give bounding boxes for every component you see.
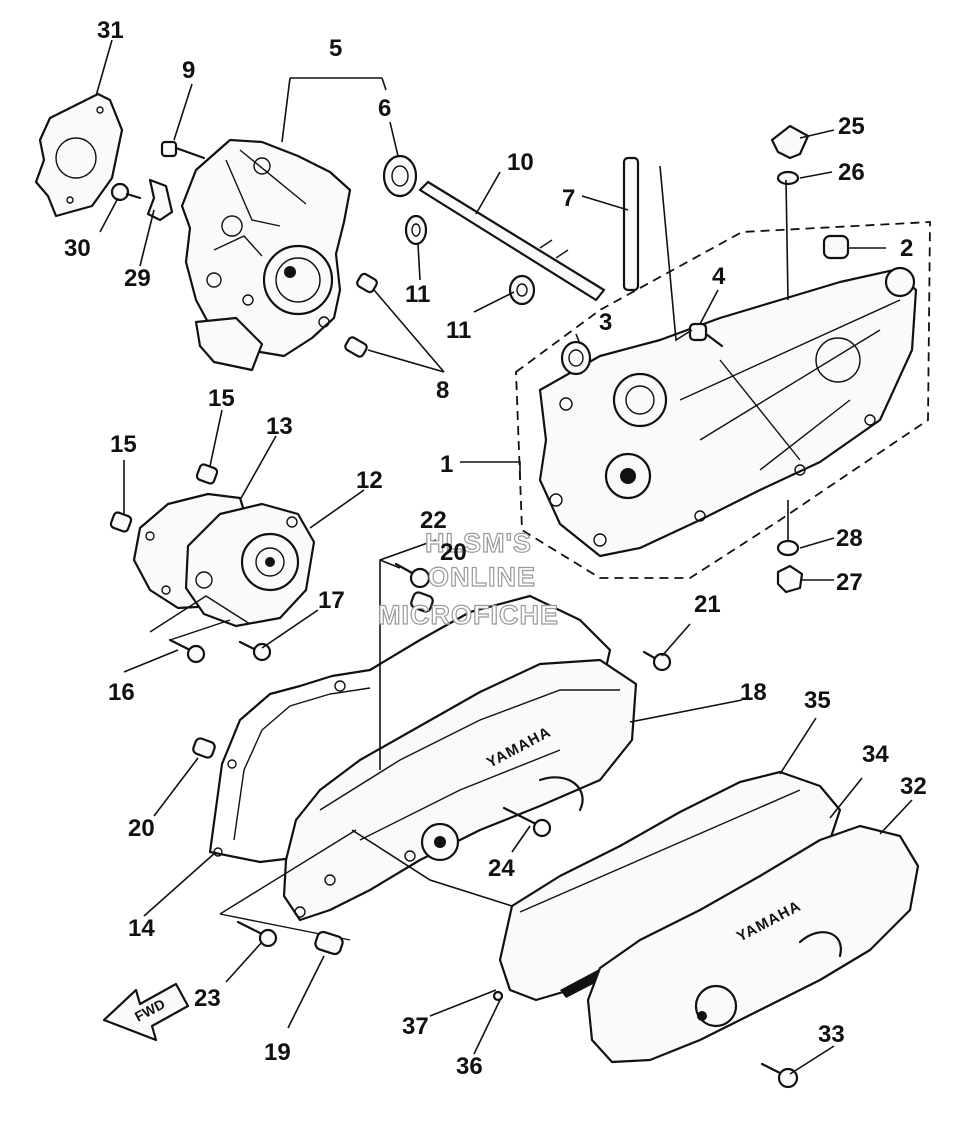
bolt-22 <box>394 562 431 589</box>
crankcase-right-1 <box>515 221 931 579</box>
seal-11a <box>404 214 428 246</box>
bolt-27 <box>776 564 804 594</box>
callout-32: 32 <box>900 773 927 800</box>
fitting-4 <box>688 322 724 348</box>
callout-25: 25 <box>838 113 865 140</box>
callout-20b: 20 <box>128 815 155 842</box>
callout-21: 21 <box>694 591 721 618</box>
callout-29: 29 <box>124 265 151 292</box>
callout-26: 26 <box>838 159 865 186</box>
callout-9: 9 <box>182 57 195 84</box>
bearing-6 <box>382 154 418 198</box>
screw-16 <box>168 638 206 664</box>
leader-lines <box>95 39 913 1075</box>
dowel-20a <box>410 591 434 613</box>
callout-37: 37 <box>402 1013 429 1040</box>
screw-17 <box>238 640 272 662</box>
dowel-20b <box>192 737 216 759</box>
dowel-19 <box>314 930 344 956</box>
callout-4: 4 <box>712 263 726 290</box>
callout-16: 16 <box>108 679 135 706</box>
callout-34: 34 <box>862 741 889 768</box>
crankcase-left-5 <box>180 138 352 372</box>
callout-6: 6 <box>378 95 391 122</box>
callout-11a: 11 <box>405 281 430 308</box>
callout-22: 22 <box>420 507 447 534</box>
callout-35: 35 <box>804 687 831 714</box>
crankcase-cover-18: YAMAHA <box>282 658 638 922</box>
seal-11b <box>508 274 536 306</box>
callout-5: 5 <box>329 35 342 62</box>
watermark: HLSM'S ONLINE MICROFICHE <box>377 527 559 630</box>
callout-19: 19 <box>264 1039 291 1066</box>
callout-20a: 20 <box>440 539 467 566</box>
callout-24: 24 <box>488 855 515 882</box>
bearing-3 <box>560 340 592 376</box>
callout-labels: 31 30 29 9 5 6 10 11 11 8 7 25 26 2 4 3 … <box>64 17 927 1080</box>
screw-33 <box>760 1062 799 1089</box>
callout-10: 10 <box>507 149 534 176</box>
outer-cover-32: YAMAHA <box>586 824 920 1064</box>
callout-11b: 11 <box>446 317 471 344</box>
bolt-24 <box>502 806 552 838</box>
callout-15a: 15 <box>110 431 137 458</box>
callout-15b: 15 <box>208 385 235 412</box>
collar-2 <box>822 234 850 260</box>
clip-29 <box>146 178 174 222</box>
callout-33: 33 <box>818 1021 845 1048</box>
watermark-line-2: ONLINE <box>428 562 536 592</box>
forward-arrow-icon: FWD <box>102 982 190 1042</box>
washer-28 <box>776 539 800 557</box>
dowel-8a <box>356 272 378 294</box>
callout-12: 12 <box>356 467 383 494</box>
callout-36: 36 <box>456 1053 483 1080</box>
callout-31: 31 <box>97 17 124 44</box>
pin-36 <box>492 990 504 1002</box>
bolt-21 <box>642 650 672 672</box>
bolt-30 <box>110 182 142 202</box>
callout-23: 23 <box>194 985 221 1012</box>
callout-28: 28 <box>836 525 863 552</box>
watermark-line-3: MICROFICHE <box>378 600 559 630</box>
plate-31 <box>34 92 124 218</box>
washer-26 <box>776 170 800 186</box>
callout-13: 13 <box>266 413 293 440</box>
pump-housing-12 <box>184 502 316 628</box>
callout-27: 27 <box>836 569 863 596</box>
callout-2: 2 <box>900 235 913 262</box>
shaft-10 <box>418 180 606 302</box>
plug-25 <box>770 124 810 160</box>
bolt-23 <box>236 920 278 948</box>
callout-1: 1 <box>440 451 453 478</box>
dowel-8b <box>344 336 368 358</box>
callout-30: 30 <box>64 235 91 262</box>
dowel-15b <box>195 463 219 485</box>
callout-14: 14 <box>128 915 155 942</box>
callout-18: 18 <box>740 679 767 706</box>
bolt-9 <box>160 140 206 160</box>
callout-8: 8 <box>436 377 449 404</box>
callout-17: 17 <box>318 587 345 614</box>
watermark-line-1: HLSM'S <box>425 528 532 558</box>
callout-3: 3 <box>599 309 612 336</box>
tube-7 <box>622 156 640 292</box>
callout-7: 7 <box>562 185 575 212</box>
dowel-15a <box>109 511 133 533</box>
